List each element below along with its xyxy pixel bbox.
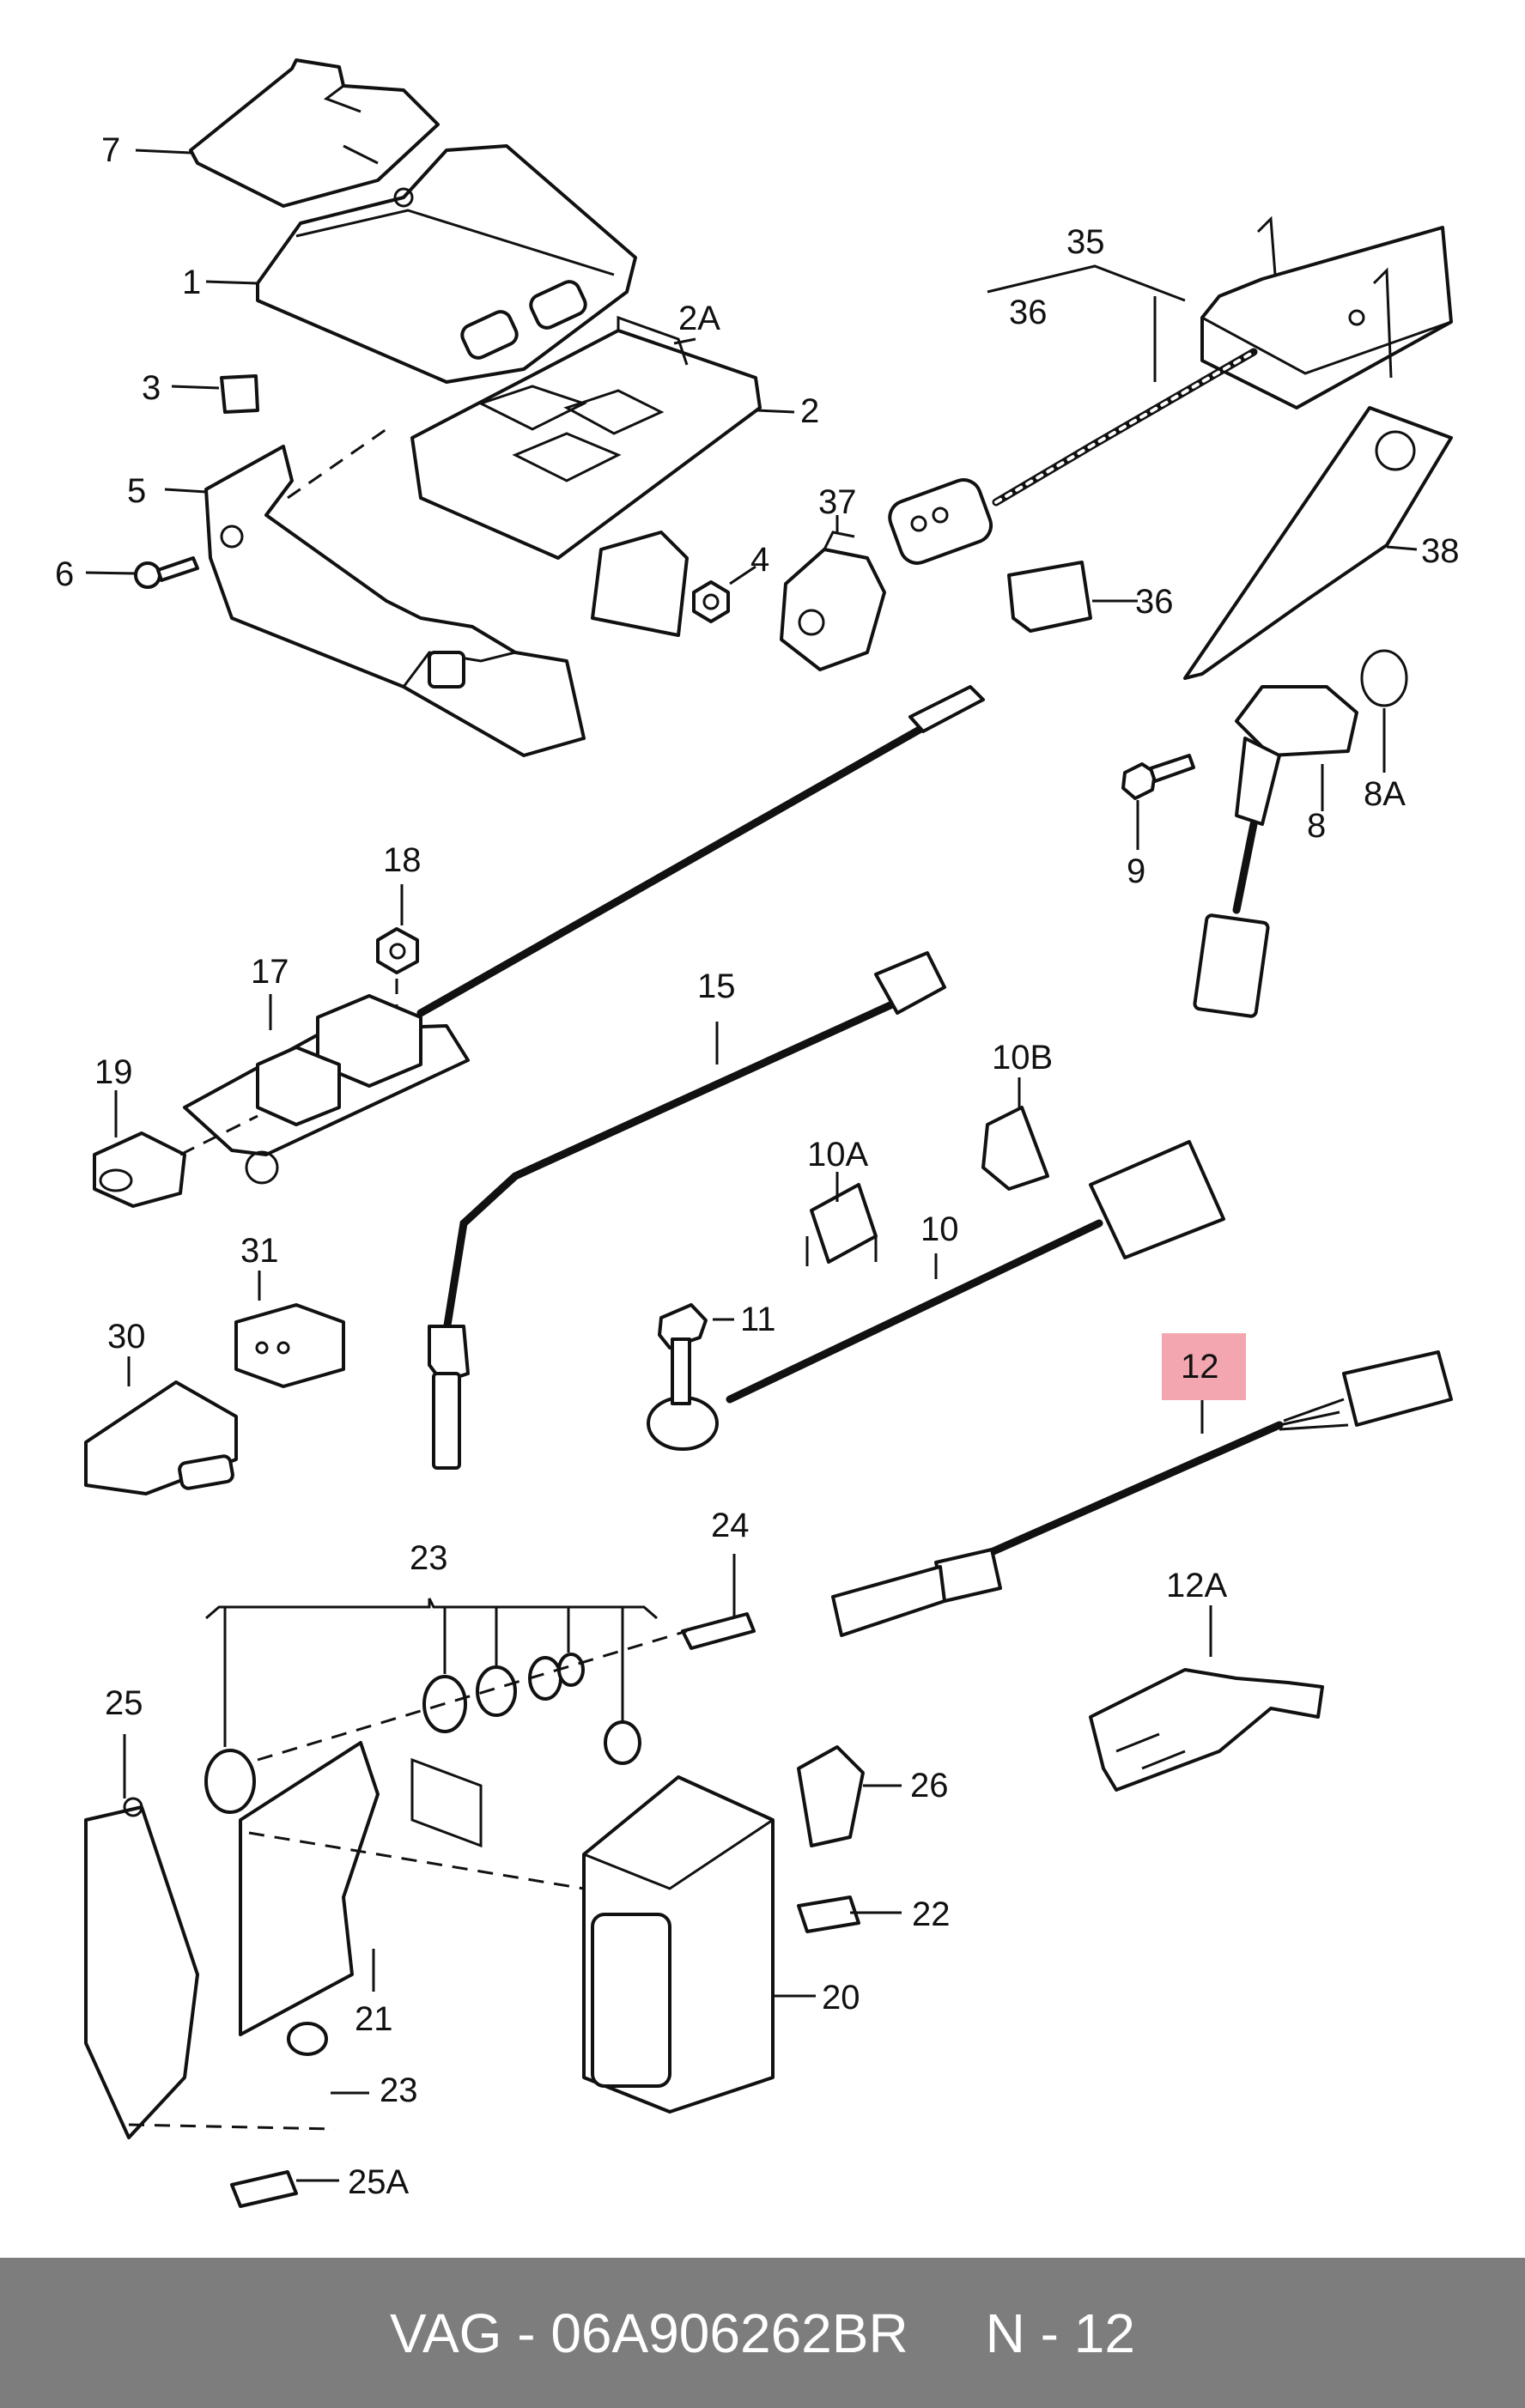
label-17: 17 <box>251 953 289 991</box>
label-24: 24 <box>711 1507 750 1544</box>
label-9: 9 <box>1127 852 1145 890</box>
label-26: 26 <box>910 1767 949 1804</box>
label-11: 11 <box>740 1301 776 1338</box>
label-10: 10 <box>920 1210 959 1248</box>
label-10B: 10B <box>992 1039 1053 1077</box>
label-21: 21 <box>355 2000 393 2038</box>
part-25-bracket <box>84 1797 199 2139</box>
part-15-sensor <box>428 951 946 1470</box>
label-12: 12 <box>1181 1348 1219 1386</box>
part-8-sensor <box>1193 685 1358 1018</box>
part-5-housing <box>204 445 586 757</box>
part-10B-clip <box>981 1106 1049 1191</box>
label-10A: 10A <box>807 1136 868 1174</box>
label-3: 3 <box>142 369 161 407</box>
part-9-screw <box>1121 754 1195 800</box>
reference-text: N - 12 <box>985 2302 1135 2364</box>
part-24-screw <box>681 1612 756 1650</box>
part-25A-screw <box>230 2170 298 2208</box>
label-25: 25 <box>105 1684 143 1722</box>
part-18-nut <box>376 927 419 974</box>
label-2: 2 <box>800 392 819 430</box>
part-10-knock-sensor <box>647 1140 1225 1451</box>
label-1: 1 <box>182 264 201 301</box>
part-3-clip <box>220 374 259 414</box>
label-23-bottom: 23 <box>380 2071 418 2109</box>
label-12A: 12A <box>1166 1567 1227 1604</box>
part-38-bracket <box>1183 406 1453 680</box>
part-12-lambda-sensor <box>831 1350 1453 1637</box>
parts-diagram: 7 1 2A 2 3 5 6 4 37 35 36 36 38 8 8A 9 1… <box>55 58 1460 2208</box>
label-8: 8 <box>1307 807 1326 845</box>
label-7: 7 <box>101 131 120 169</box>
label-31: 31 <box>240 1232 279 1270</box>
label-36: 36 <box>1135 583 1174 621</box>
callout-labels: 7 1 2A 2 3 5 6 4 37 35 36 36 38 8 8A 9 1… <box>55 131 1460 2201</box>
label-4: 4 <box>750 541 769 579</box>
label-6: 6 <box>55 555 74 593</box>
part-12A-bracket <box>1089 1668 1324 1792</box>
label-2A: 2A <box>678 300 720 337</box>
part-37-connector <box>780 531 886 671</box>
part-7-cover <box>189 58 440 208</box>
label-5: 5 <box>127 472 146 510</box>
part-8A-oring <box>1360 649 1408 707</box>
part-31-connector <box>234 1303 345 1388</box>
label-23-top: 23 <box>410 1539 448 1577</box>
part-10A-clip <box>805 1183 878 1266</box>
label-38: 38 <box>1421 532 1460 570</box>
part-12-highlight <box>1162 1333 1246 1400</box>
label-35: 35 <box>1066 223 1105 261</box>
part-22-screw <box>797 1895 860 1933</box>
label-18: 18 <box>383 841 422 879</box>
part-19-connector <box>93 1131 186 1208</box>
footer-bar: VAG - 06A906262BR N - 12 <box>0 2258 1525 2408</box>
label-37: 37 <box>818 483 857 521</box>
part-17-module <box>183 685 985 1185</box>
label-30: 30 <box>107 1318 146 1356</box>
label-19: 19 <box>94 1053 133 1091</box>
label-36-top: 36 <box>1009 294 1048 331</box>
label-22: 22 <box>912 1895 951 1933</box>
part-35-module <box>1200 215 1453 409</box>
part-26-connector <box>797 1745 865 1847</box>
part-30-pressure-sensor <box>84 1380 238 1495</box>
label-15: 15 <box>697 967 736 1005</box>
part-1-control-unit <box>256 144 637 384</box>
part-2-bracket <box>410 315 762 637</box>
part-4-nut <box>692 580 730 623</box>
part-36-harness <box>888 348 1258 633</box>
label-25A: 25A <box>348 2163 409 2201</box>
part-11-bolt <box>658 1303 708 1405</box>
part-21-bracket <box>239 1741 483 2036</box>
part-6-screw <box>134 556 199 589</box>
label-8A: 8A <box>1364 775 1406 813</box>
label-20: 20 <box>822 1979 860 2017</box>
part-20-control-module <box>582 1775 775 2114</box>
part-number-text: VAG - 06A906262BR <box>390 2302 908 2364</box>
